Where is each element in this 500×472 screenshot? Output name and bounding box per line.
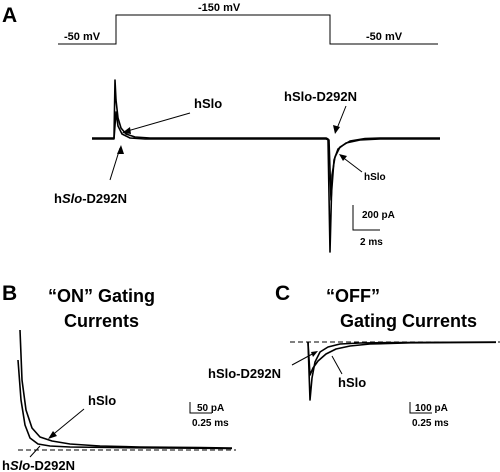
scale-time-c: 0.25 ms <box>412 418 449 429</box>
trace-hslo-panel-a <box>92 79 440 253</box>
arrowhead-hslo-b <box>48 431 57 439</box>
scale-time-b: 0.25 ms <box>192 418 229 429</box>
trace-hslo-panel-c <box>307 341 497 376</box>
label-hslo-on-a: hSlo <box>194 96 222 111</box>
arrowhead-hslo-off-a <box>339 154 347 161</box>
label-hslo-c: hSlo <box>338 375 366 390</box>
panel-c-title-line2: Gating Currents <box>340 311 477 331</box>
voltage-step-3: -50 mV <box>366 31 403 43</box>
scale-current-c: 100 pA <box>415 403 448 414</box>
arrowhead-mutant-c <box>311 351 318 357</box>
panel-a-letter: A <box>2 4 17 27</box>
panel-b-letter: B <box>2 282 17 305</box>
arrowhead-mutant-off-a <box>333 125 340 134</box>
trace-mutant-panel-c <box>307 341 497 401</box>
trace-hslo-panel-b <box>19 329 233 449</box>
label-hslo-b: hSlo <box>88 393 116 408</box>
label-hslo-off-a: hSlo <box>364 172 386 183</box>
panel-c-letter: C <box>275 282 290 305</box>
panel-b-title-line1: “ON” Gating <box>48 286 155 306</box>
scale-current-b: 50 pA <box>197 403 224 414</box>
label-mutant-on-a: hSlo-D292N <box>54 191 127 206</box>
label-mutant-off-a: hSlo-D292N <box>284 89 357 104</box>
panel-b-title-line2: Currents <box>64 311 139 331</box>
panel-c-title-line1: “OFF” <box>326 286 380 306</box>
voltage-step-1: -50 mV <box>64 31 101 43</box>
voltage-protocol-line <box>58 14 438 45</box>
arrowhead-mutant-on-a <box>117 145 124 154</box>
arrow-mutant-b <box>29 445 41 458</box>
arrow-hslo-b <box>49 408 85 438</box>
label-mutant-b: hSlo-D292N <box>2 458 75 472</box>
trace-mutant-panel-a <box>92 111 440 201</box>
trace-mutant-panel-b <box>17 359 233 450</box>
voltage-step-2: -150 mV <box>198 2 241 14</box>
label-mutant-c: hSlo-D292N <box>208 366 281 381</box>
arrow-hslo-on-a <box>123 112 191 133</box>
scale-current-a: 200 pA <box>362 210 395 221</box>
scale-bar-a <box>352 205 380 231</box>
scale-bar-b <box>189 402 212 414</box>
arrow-hslo-c <box>331 355 343 375</box>
scale-bar-c <box>409 402 432 414</box>
arrowhead-hslo-on-a <box>122 127 131 134</box>
scale-time-a: 2 ms <box>360 237 383 248</box>
